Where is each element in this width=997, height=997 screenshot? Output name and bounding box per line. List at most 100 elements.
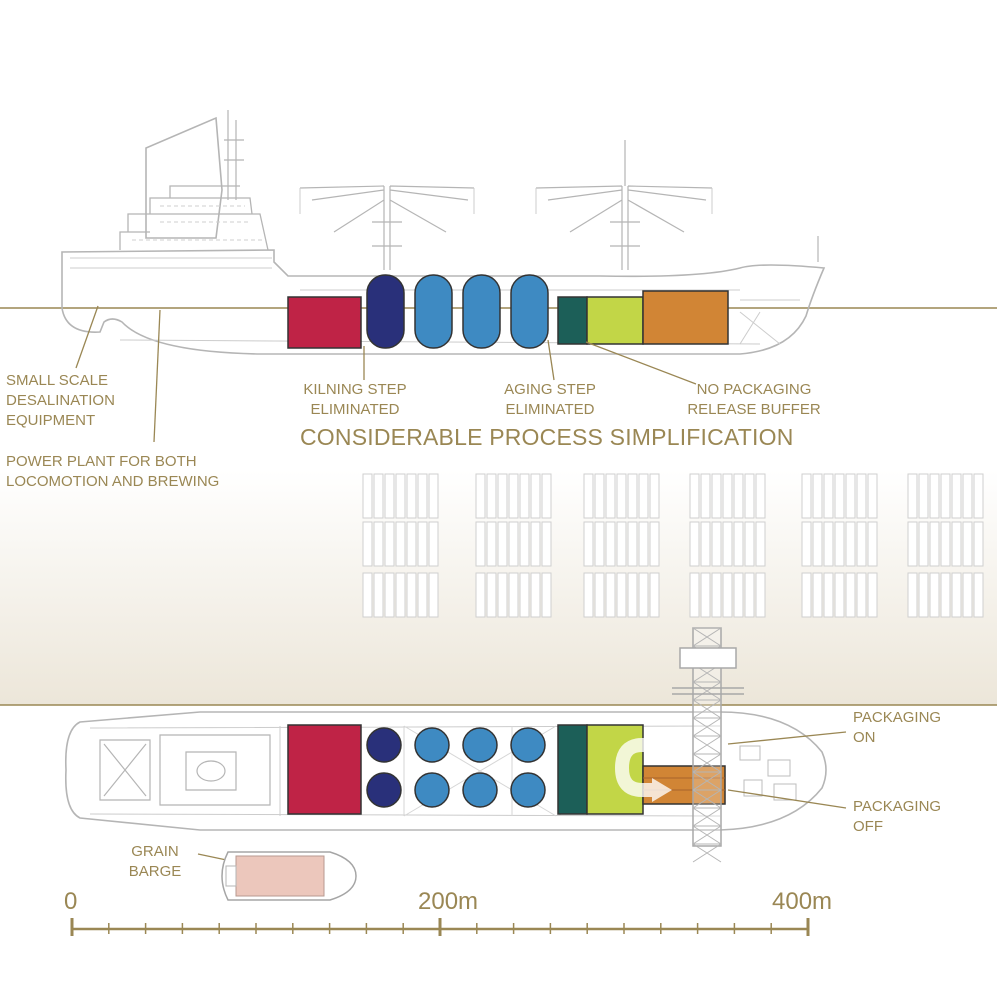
container-2-2-3: [616, 572, 627, 618]
container-2-1-0: [583, 521, 594, 567]
container-4-0-4: [845, 473, 856, 519]
container-3-1-3: [722, 521, 733, 567]
plan-kiln-block: [287, 724, 362, 815]
grain-barge: [221, 851, 357, 901]
container-5-2-3: [940, 572, 951, 618]
container-3-0-6: [755, 473, 766, 519]
plan-tank-3a: [510, 727, 546, 763]
container-0-1-2: [384, 521, 395, 567]
scale-bar: [70, 918, 810, 936]
container-3-2-4: [733, 572, 744, 618]
container-5-2-6: [973, 572, 984, 618]
container-3-2-3: [722, 572, 733, 618]
container-2-2-1: [594, 572, 605, 618]
leader-desalination: [75, 305, 99, 369]
packaging-gangway: [672, 627, 744, 863]
scale-tick-label-0: 0: [64, 888, 78, 915]
container-1-1-6: [541, 521, 552, 567]
container-1-2-6: [541, 572, 552, 618]
container-5-2-2: [929, 572, 940, 618]
bow-structure: [739, 299, 800, 345]
side-view-ship: [61, 110, 826, 355]
container-3-0-4: [733, 473, 744, 519]
label-aging: AGING STEP ELIMINATED: [504, 381, 596, 418]
gangway-platform: [679, 647, 737, 669]
container-5-0-5: [962, 473, 973, 519]
scale-tick-label-200: 200m: [418, 888, 479, 915]
container-0-0-2: [384, 473, 395, 519]
label-desalination: SMALL SCALE DESALINATION EQUIPMENT: [6, 372, 115, 429]
label-kilning: KILNING STEP ELIMINATED: [303, 381, 407, 418]
container-2-0-5: [638, 473, 649, 519]
container-1-2-2: [497, 572, 508, 618]
side-dark-tank: [366, 274, 405, 349]
container-1-1-1: [486, 521, 497, 567]
container-0-2-4: [406, 572, 417, 618]
barge-cargo: [235, 855, 325, 897]
crane-hooks: [299, 188, 713, 214]
container-5-1-5: [962, 521, 973, 567]
container-3-0-3: [722, 473, 733, 519]
crane-2: [535, 140, 713, 270]
container-0-1-4: [406, 521, 417, 567]
container-2-1-6: [649, 521, 660, 567]
container-4-0-1: [812, 473, 823, 519]
container-5-2-5: [962, 572, 973, 618]
container-0-1-3: [395, 521, 406, 567]
container-0-2-6: [428, 572, 439, 618]
side-leader-lines: [75, 305, 697, 443]
leader-power-plant: [153, 309, 161, 443]
leader-packaging-on: [727, 731, 847, 745]
container-5-0-1: [918, 473, 929, 519]
side-view-equipment: [287, 274, 729, 349]
side-kiln-block: [287, 296, 362, 349]
side-orange-block: [642, 290, 729, 345]
container-0-1-6: [428, 521, 439, 567]
container-3-0-2: [711, 473, 722, 519]
container-4-1-5: [856, 521, 867, 567]
container-2-2-0: [583, 572, 594, 618]
container-3-2-6: [755, 572, 766, 618]
container-4-0-2: [823, 473, 834, 519]
container-0-1-5: [417, 521, 428, 567]
container-1-0-5: [530, 473, 541, 519]
container-4-2-4: [845, 572, 856, 618]
container-5-2-4: [951, 572, 962, 618]
container-1-1-4: [519, 521, 530, 567]
container-5-1-2: [929, 521, 940, 567]
plan-tank-1b: [414, 772, 450, 808]
container-3-1-4: [733, 521, 744, 567]
container-2-1-5: [638, 521, 649, 567]
container-3-1-0: [689, 521, 700, 567]
container-1-0-3: [508, 473, 519, 519]
container-3-2-1: [700, 572, 711, 618]
hull-outline: [61, 249, 826, 355]
container-5-1-6: [973, 521, 984, 567]
container-4-1-0: [801, 521, 812, 567]
side-tank-1: [414, 274, 453, 349]
container-4-0-6: [867, 473, 878, 519]
container-3-1-5: [744, 521, 755, 567]
superstructure-details: [132, 205, 262, 241]
container-2-1-3: [616, 521, 627, 567]
container-3-1-2: [711, 521, 722, 567]
container-4-2-1: [812, 572, 823, 618]
container-3-1-6: [755, 521, 766, 567]
container-4-2-2: [823, 572, 834, 618]
container-4-0-5: [856, 473, 867, 519]
container-0-2-2: [384, 572, 395, 618]
label-power-plant: POWER PLANT FOR BOTH LOCOMOTION AND BREW…: [6, 453, 220, 490]
leader-aging: [547, 339, 555, 381]
plan-lime-block: [586, 724, 644, 815]
container-0-0-3: [395, 473, 406, 519]
container-1-2-0: [475, 572, 486, 618]
container-4-2-0: [801, 572, 812, 618]
container-0-0-1: [373, 473, 384, 519]
container-5-0-0: [907, 473, 918, 519]
container-1-1-0: [475, 521, 486, 567]
plan-teal-block: [557, 724, 588, 815]
plan-tank-2a: [462, 727, 498, 763]
container-1-0-2: [497, 473, 508, 519]
container-2-0-3: [616, 473, 627, 519]
container-5-0-6: [973, 473, 984, 519]
